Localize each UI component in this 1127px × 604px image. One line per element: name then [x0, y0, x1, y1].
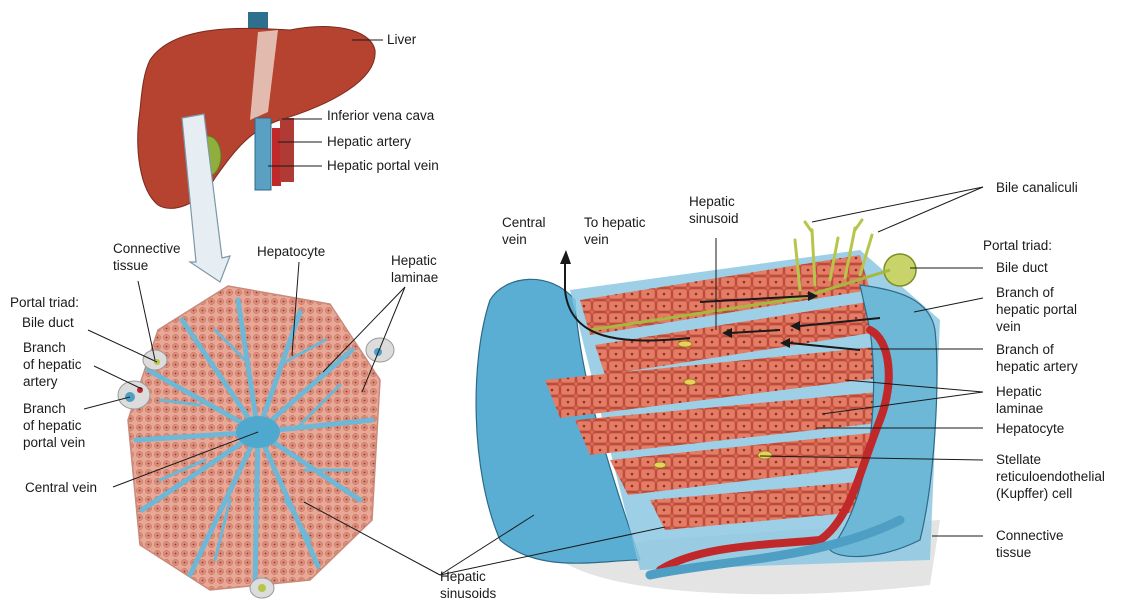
label-bile-duct-right: Bile duct [996, 259, 1048, 276]
inferior-vena-cava-shape [280, 118, 294, 182]
label-portal-triad-right: Portal triad: [983, 237, 1052, 254]
label-connective-tissue-right: Connective tissue [996, 527, 1064, 561]
label-central-vein-left: Central vein [25, 479, 97, 496]
label-liver: Liver [387, 31, 416, 48]
label-branch-hepatic-artery-right: Branch of hepatic artery [996, 341, 1078, 375]
label-hepatic-artery: Hepatic artery [327, 133, 411, 150]
label-inferior-vena-cava: Inferior vena cava [327, 107, 434, 124]
label-connective-tissue-left: Connective tissue [113, 240, 181, 274]
label-branch-hepatic-artery-left: Branch of hepatic artery [23, 339, 82, 390]
label-hepatocyte-right: Hepatocyte [996, 420, 1064, 437]
label-to-hepatic-vein: To hepatic vein [584, 214, 646, 248]
label-hepatic-sinusoid: Hepatic sinusoid [689, 193, 739, 227]
label-central-vein-right: Central vein [502, 214, 546, 248]
label-hepatocyte-left: Hepatocyte [257, 243, 325, 260]
label-hepatic-laminae-right: Hepatic laminae [996, 383, 1043, 417]
label-hepatic-laminae-left: Hepatic laminae [391, 252, 438, 286]
label-hepatic-sinusoids: Hepatic sinusoids [440, 568, 496, 602]
portal-triad-top-right [366, 338, 394, 362]
hepatic-artery-shape [272, 128, 281, 186]
label-bile-canaliculi: Bile canaliculi [996, 179, 1078, 196]
flow-arrowhead-central [560, 250, 571, 264]
portal-triad-bottom [250, 578, 274, 598]
label-branch-hepatic-portal-vein-right: Branch of hepatic portal vein [996, 284, 1077, 335]
hepatic-portal-vein-shape [255, 118, 271, 190]
label-portal-triad-left: Portal triad: [10, 294, 79, 311]
label-hepatic-portal-vein: Hepatic portal vein [327, 157, 439, 174]
liver-lobule [118, 286, 394, 598]
label-branch-hepatic-portal-vein-left: Branch of hepatic portal vein [23, 400, 85, 451]
label-bile-duct-left: Bile duct [22, 314, 74, 331]
label-stellate-cell: Stellate reticuloendothelial (Kupffer) c… [996, 451, 1105, 502]
